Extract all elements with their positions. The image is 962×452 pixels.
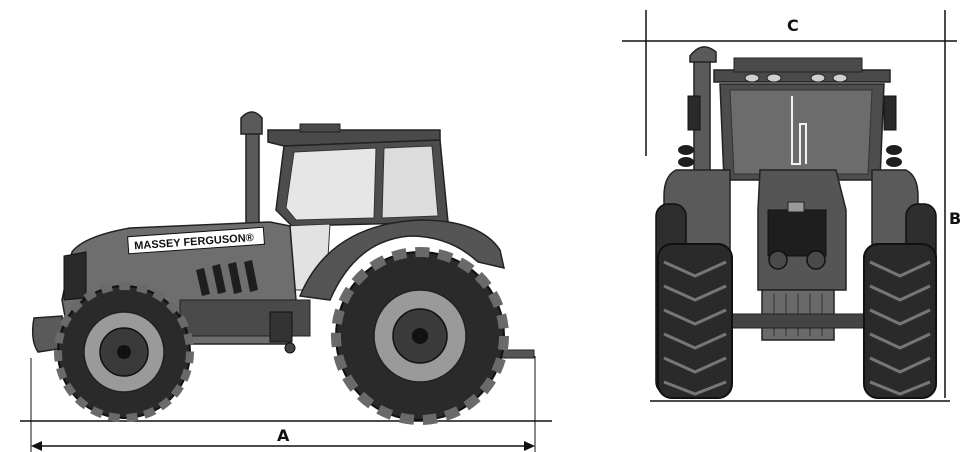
- side-step: [269, 311, 293, 343]
- side-front-wheel: [54, 282, 194, 422]
- front-headlight-left: [768, 250, 788, 270]
- front-axle: [717, 313, 869, 329]
- front-fender-lights: [678, 145, 902, 167]
- dimension-c-label: C: [787, 16, 799, 35]
- dimension-b-label: B: [949, 209, 961, 228]
- dimension-width: C: [622, 10, 957, 156]
- dimension-height: B: [944, 10, 961, 398]
- side-roof-beacon: [299, 123, 341, 133]
- front-tire-right: [863, 243, 937, 399]
- front-grille: [767, 209, 827, 257]
- brand-decal: MASSEY FERGUSON®: [127, 226, 265, 255]
- front-work-lights: [744, 73, 848, 83]
- side-cab-glass-rear: [381, 145, 439, 219]
- front-view: C B: [622, 10, 961, 402]
- side-engine-vents: [196, 260, 258, 296]
- front-mirror-right: [883, 95, 897, 131]
- front-tire-left: [657, 243, 733, 399]
- front-headlight-right: [806, 250, 826, 270]
- dimension-a-label: A: [277, 426, 290, 445]
- dimension-a-arrow-right: [524, 441, 535, 451]
- side-front-grille: [63, 251, 87, 301]
- side-cab-glass-front: [285, 147, 377, 221]
- front-mirror-left: [687, 95, 701, 131]
- front-wiper: [791, 96, 807, 165]
- side-view: MASSEY FERGUSON®: [20, 111, 552, 452]
- side-hitch-pin: [284, 342, 296, 354]
- front-roof-top: [733, 57, 863, 73]
- side-rear-wheel: [331, 247, 509, 425]
- dimension-length: A: [30, 356, 536, 452]
- side-exhaust: [240, 111, 263, 229]
- side-rear-fender: [298, 219, 505, 301]
- front-emblem: [787, 201, 805, 213]
- dimension-a-arrow-left: [31, 441, 42, 451]
